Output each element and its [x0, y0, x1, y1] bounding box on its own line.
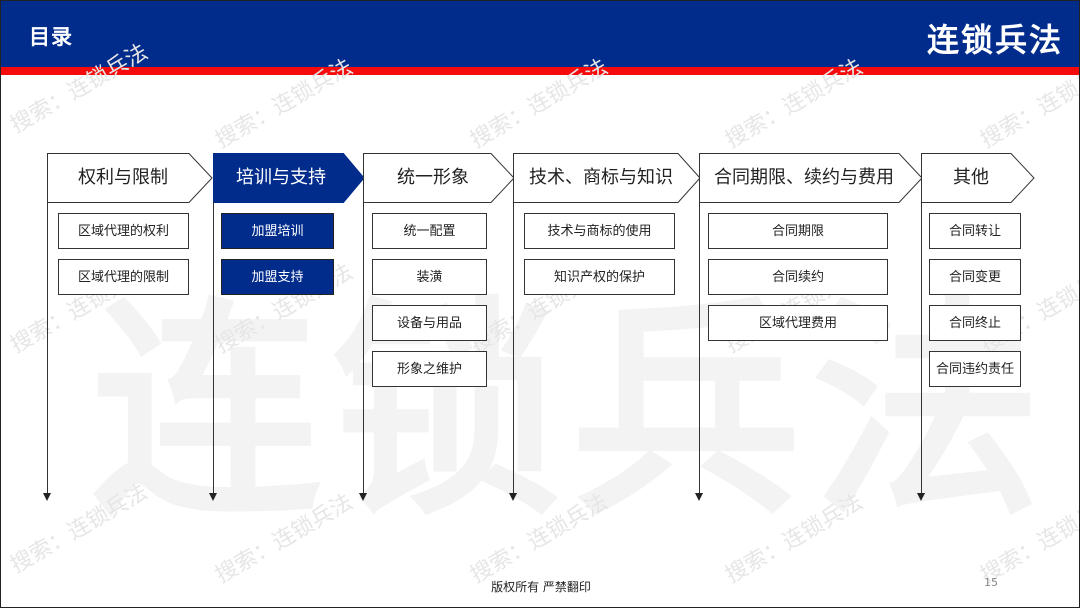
list-item[interactable]: 区域代理的权利	[58, 213, 189, 249]
section-header-contract-term[interactable]: 合同期限、续约与费用	[699, 153, 923, 203]
section-title: 其他	[953, 167, 989, 188]
brand-logo-text: 连锁兵法	[926, 21, 1063, 59]
arrow-down-icon	[695, 493, 703, 501]
arrow-down-icon	[359, 493, 367, 501]
timeline-line	[363, 153, 364, 493]
timeline-line	[213, 153, 214, 493]
section-title: 统一形象	[397, 167, 469, 188]
section-header-training[interactable]: 培训与支持	[213, 153, 365, 203]
list-item[interactable]: 合同违约责任	[929, 351, 1021, 387]
list-item[interactable]: 合同期限	[708, 213, 888, 249]
list-item[interactable]: 装潢	[372, 259, 487, 295]
arrow-down-icon	[43, 493, 51, 501]
section-title: 权利与限制	[78, 167, 168, 188]
list-item[interactable]: 形象之维护	[372, 351, 487, 387]
arrow-down-icon	[917, 493, 925, 501]
list-item[interactable]: 技术与商标的使用	[524, 213, 675, 249]
list-item[interactable]: 合同变更	[929, 259, 1021, 295]
arrow-down-icon	[509, 493, 517, 501]
list-item-active[interactable]: 加盟培训	[221, 213, 334, 249]
section-header-technology[interactable]: 技术、商标与知识	[513, 153, 701, 203]
section-header-image[interactable]: 统一形象	[363, 153, 515, 203]
list-item[interactable]: 合同转让	[929, 213, 1021, 249]
arrow-down-icon	[209, 493, 217, 501]
list-item[interactable]: 统一配置	[372, 213, 487, 249]
accent-stripe	[1, 67, 1079, 75]
timeline-line	[47, 153, 48, 493]
section-title: 培训与支持	[236, 167, 326, 188]
timeline-line	[699, 153, 700, 493]
section-header-rights[interactable]: 权利与限制	[47, 153, 213, 203]
page-title: 目录	[29, 25, 73, 49]
list-item[interactable]: 区域代理费用	[708, 305, 888, 341]
list-item[interactable]: 区域代理的限制	[58, 259, 189, 295]
section-title: 合同期限、续约与费用	[714, 167, 894, 188]
list-item[interactable]: 合同终止	[929, 305, 1021, 341]
page-number: 15	[984, 576, 998, 589]
copyright-notice: 版权所有 严禁翻印	[491, 580, 591, 594]
timeline-line	[513, 153, 514, 493]
list-item[interactable]: 合同续约	[708, 259, 888, 295]
header-bar: 目录 连锁兵法	[1, 1, 1079, 67]
section-header-other[interactable]: 其他	[921, 153, 1035, 203]
list-item[interactable]: 设备与用品	[372, 305, 487, 341]
list-item[interactable]: 知识产权的保护	[524, 259, 675, 295]
timeline-line	[921, 153, 922, 493]
list-item-active[interactable]: 加盟支持	[221, 259, 334, 295]
section-title: 技术、商标与知识	[529, 167, 673, 188]
